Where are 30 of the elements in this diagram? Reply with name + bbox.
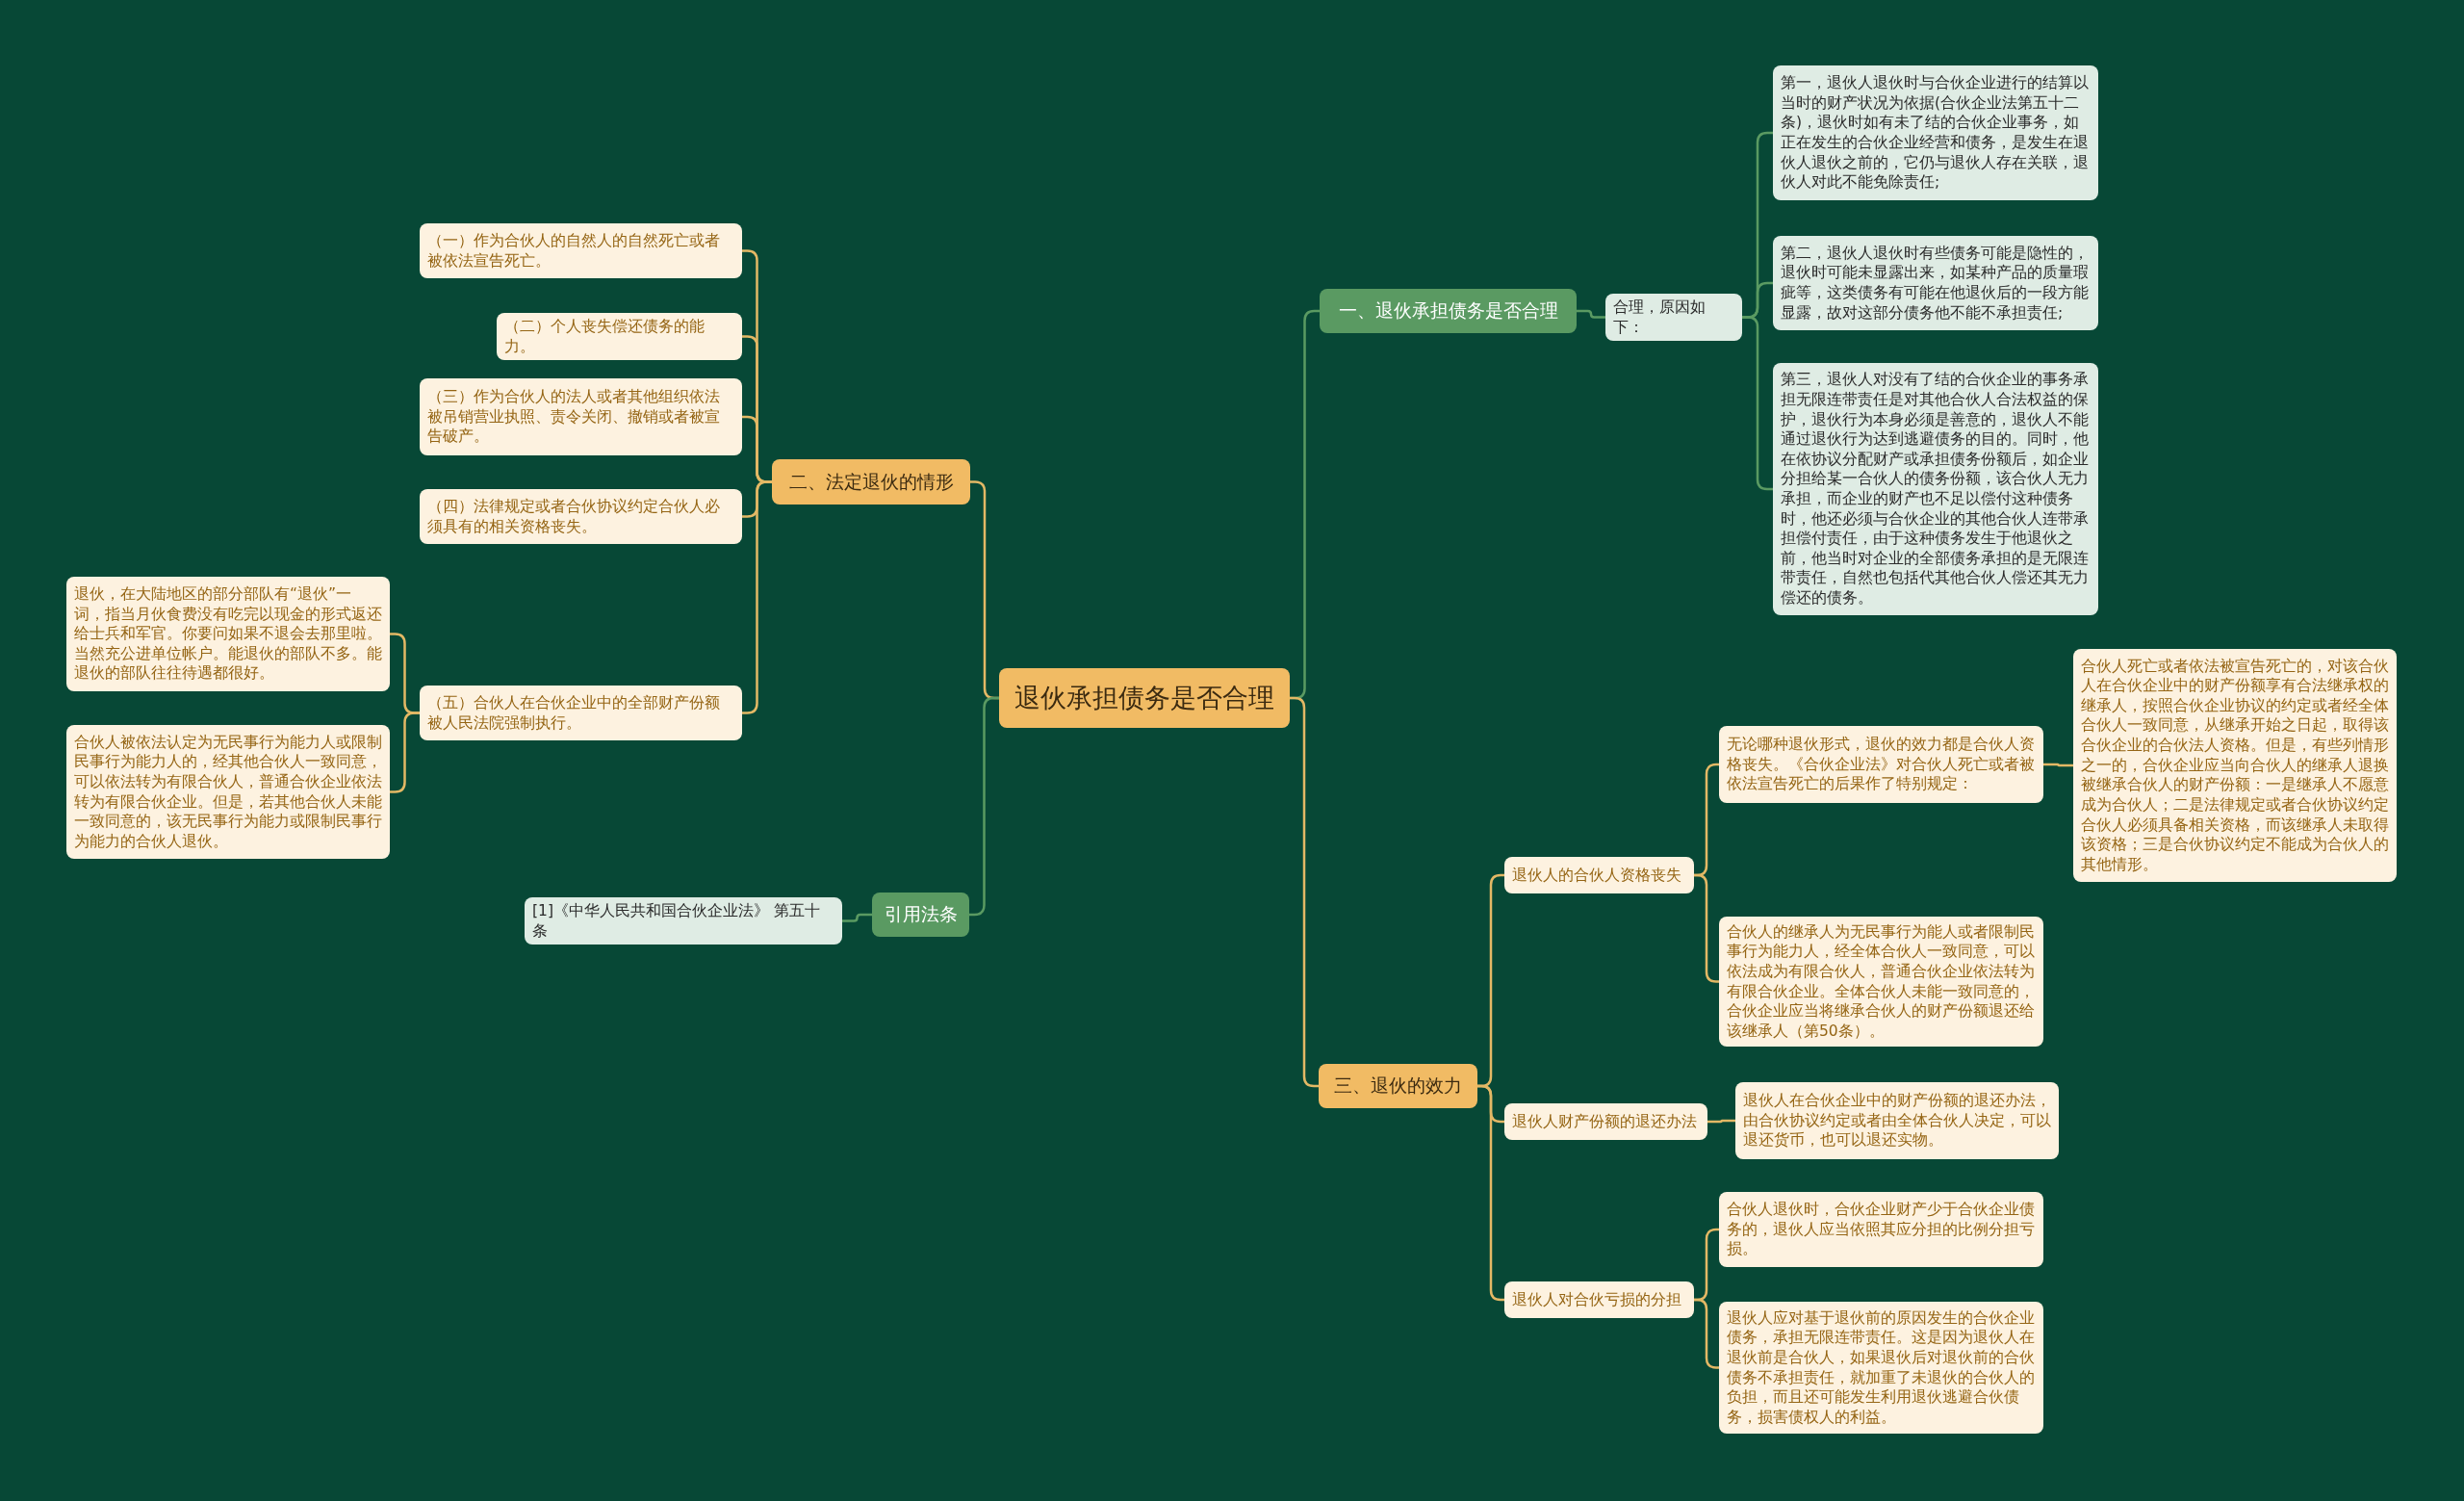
connector-line [842, 913, 872, 922]
central-topic: 退伙承担债务是否合理 [999, 668, 1290, 728]
connector-line [1577, 309, 1605, 319]
note-box: 无论哪种退伙形式，退伙的效力都是合伙人资格丧失。《合伙企业法》对合伙人死亡或者被依法宣告死亡的后果作了特别规定： [1719, 726, 2043, 803]
note-box: 退伙，在大陆地区的部分部队有“退伙”一词，指当月伙食费没有吃完以现金的形式返还给士兵和军官。你要问如果不退会去那里啦。当然充公进单位帐户。能退伙的部队不多。能退伙的部队往往待遇都很好。 [66, 577, 390, 691]
note-box: （二）个人丧失偿还债务的能力。 [497, 313, 742, 361]
subtopic-box: 退伙人的合伙人资格丧失 [1504, 857, 1694, 893]
note-box: 第二，退伙人退伙时有些债务可能是隐性的，退伙时可能未显露出来，如某种产品的质量瑕疵等，这类债务有可能在他退伙后的一段方能显露，故对这部分债务他不能不承担责任; [1773, 236, 2098, 330]
note-box: 合伙人退伙时，合伙企业财产少于合伙企业债务的，退伙人应当依照其应分担的比例分担亏损。 [1719, 1192, 2043, 1267]
note-box: 第一，退伙人退伙时与合伙企业进行的结算以当时的财产状况为依据(合伙企业法第五十二条)，退伙时如有未了结的合伙企业事务，如正在发生的合伙企业经营和债务，是发生在退伙人退伙之前的，它仍与退伙人存在关联，退伙人对此不能免除责任; [1773, 65, 2098, 200]
note-box: [1]《中华人民共和国合伙企业法》 第五十条 [525, 897, 842, 945]
note-box: （四）法律规定或者合伙协议约定合伙人必须具有的相关资格丧失。 [420, 489, 742, 544]
note-box: 合伙人被依法认定为无民事行为能力人或限制民事行为能力人的，经其他合伙人一致同意，可以依法转为有限合伙人，普通合伙企业依法转为有限合伙企业。但是，若其他合伙人未能一致同意的，该无民事行为能力或限制民事行为能力的合伙人退伙。 [66, 725, 390, 859]
subtopic-box: 退伙人对合伙亏损的分担 [1504, 1281, 1694, 1318]
connector-line [1707, 1119, 1735, 1124]
note-box: （五）合伙人在合伙企业中的全部财产份额被人民法院强制执行。 [420, 686, 742, 740]
branch-topic: 一、退伙承担债务是否合理 [1320, 289, 1577, 333]
subtopic-box: 退伙人财产份额的退还办法 [1504, 1103, 1707, 1140]
subtopic-box: 合理，原因如下： [1605, 294, 1742, 342]
note-box: 退伙人在合伙企业中的财产份额的退还办法，由合伙协议约定或者由全体合伙人决定，可以退还货币，也可以退还实物。 [1735, 1082, 2059, 1159]
connector-line [2043, 763, 2073, 767]
note-box: 退伙人应对基于退伙前的原因发生的合伙企业债务，承担无限连带责任。这是因为退伙人在退伙前是合伙人，如果退伙后对退伙前的合伙债务不承担责任，就加重了未退伙的合伙人的负担，而且还可能发生利用退伙逃避合伙债务，损害债权人的利益。 [1719, 1302, 2043, 1434]
branch-topic: 二、法定退伙的情形 [772, 459, 970, 505]
branch-topic: 引用法条 [872, 893, 969, 937]
branch-topic: 三、退伙的效力 [1319, 1064, 1477, 1108]
note-box: 第三，退伙人对没有了结的合伙企业的事务承担无限连带责任是对其他合伙人合法权益的保护，退伙行为本身必须是善意的，退伙人不能通过退伙行为达到逃避债务的目的。同时，他在依协议分配财产或承担债务份额后，如企业分担给某一合伙人的债务份额，该合伙人无力承担，而企业的财产也不足以偿付这种债务时，他还必须与合伙企业的其他合伙人连带承担偿付责任，由于这种债务发生于他退伙之前，他当时对企业的全部债务承担的是无限连带责任，自然也包括代其他合伙人偿还其无力偿还的债务。 [1773, 363, 2098, 615]
note-box: 合伙人的继承人为无民事行为能人或者限制民事行为能力人，经全体合伙人一致同意，可以依法成为有限合伙人，普通合伙企业依法转为有限合伙企业。全体合伙人未能一致同意的，合伙企业应当将继承合伙人的财产份额退还给该继承人（第50条）。 [1719, 917, 2043, 1047]
note-box: 合伙人死亡或者依法被宣告死亡的，对该合伙人在合伙企业中的财产份额享有合法继承权的继承人，按照合伙企业协议的约定或者经全体合伙人一致同意，从继承开始之日起，取得该合伙企业的合伙法人资格。但是，有些列情形之一的，合伙企业应当向合伙人的继承人退换被继承合伙人的财产份额：一是继承人不愿意成为合伙人；二是法律规定或者合伙协议约定合伙人必须具备相关资格，而该继承人未取得该资格；三是合伙协议约定不能成为合伙人的其他情形。 [2073, 649, 2397, 882]
note-box: （一）作为合伙人的自然人的自然死亡或者被依法宣告死亡。 [420, 223, 742, 278]
note-box: （三）作为合伙人的法人或者其他组织依法被吊销营业执照、责令关闭、撤销或者被宣告破产。 [420, 378, 742, 455]
